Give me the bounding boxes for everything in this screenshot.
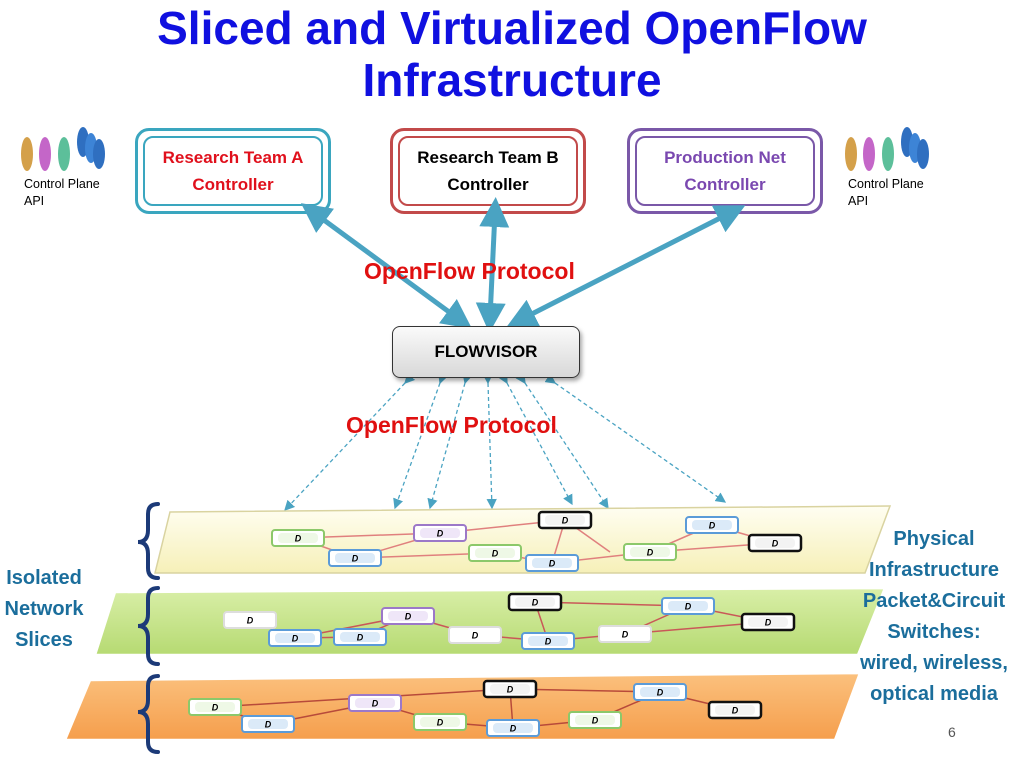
network-switch-icon: D xyxy=(661,597,715,615)
switch-label: D xyxy=(732,706,739,716)
page-title: Sliced and Virtualized OpenFlow Infrastr… xyxy=(157,2,867,106)
openflow-arrows-bottom xyxy=(284,372,727,511)
slice-brackets xyxy=(137,502,160,754)
switch-label: D xyxy=(405,612,412,622)
openflow-arrows-top xyxy=(300,197,746,333)
switch-label: D xyxy=(437,529,444,539)
switch-label: D xyxy=(549,559,556,569)
user-group-icon-right xyxy=(845,127,929,171)
switch-label: D xyxy=(545,637,552,647)
switch-label: D xyxy=(647,548,654,558)
network-switch-icon: D xyxy=(271,529,325,547)
isolated-network-slices-label: Isolated Network Slices xyxy=(4,567,84,651)
network-switch-icon: D xyxy=(623,543,677,561)
network-switch-icon: D xyxy=(747,533,803,553)
network-switch-icon: D xyxy=(223,611,277,629)
production-net-controller: Production Net Controller xyxy=(627,128,823,214)
switch-label: D xyxy=(772,539,779,549)
network-switch-icon: D xyxy=(685,516,739,534)
network-switch-icon: D xyxy=(381,607,435,625)
network-switch-icon-group: D D D D D D D D D D D D D D D D D D D D D D D D D D D D xyxy=(188,510,803,737)
network-switch-icon: D xyxy=(241,715,295,733)
switch-label: D xyxy=(292,634,299,644)
network-switch-icon: D xyxy=(486,719,540,737)
openflow-protocol-label-bottom: OpenFlow Protocol xyxy=(346,412,557,438)
network-switch-icon: D xyxy=(413,713,467,731)
production-net-label: Production Net Controller xyxy=(664,148,786,194)
switch-label: D xyxy=(507,685,514,695)
network-switch-icon: D xyxy=(328,549,382,567)
network-switch-icon: D xyxy=(568,711,622,729)
network-switch-icon: D xyxy=(413,524,467,542)
flowvisor-box: FLOWVISOR xyxy=(392,326,580,378)
research-team-b-label: Research Team B Controller xyxy=(417,148,559,194)
switch-label: D xyxy=(372,699,379,709)
switch-label: D xyxy=(492,549,499,559)
network-switch-icon: D xyxy=(521,632,575,650)
network-switch-icon: D xyxy=(333,628,387,646)
research-team-a-controller: Research Team A Controller xyxy=(135,128,331,214)
switch-label: D xyxy=(562,516,569,526)
physical-infrastructure-label: Physical Infrastructure Packet&Circuit S… xyxy=(860,528,1008,705)
network-switch-icon: D xyxy=(448,626,502,644)
switch-label: D xyxy=(295,534,302,544)
switch-label: D xyxy=(657,688,664,698)
switch-label: D xyxy=(709,521,716,531)
switch-label: D xyxy=(247,616,254,626)
switch-label: D xyxy=(592,716,599,726)
switch-label: D xyxy=(622,630,629,640)
network-switch-icon: D xyxy=(348,694,402,712)
network-switch-icon: D xyxy=(633,683,687,701)
research-team-b-controller: Research Team B Controller xyxy=(390,128,586,214)
network-switch-icon: D xyxy=(268,629,322,647)
network-switch-icon: D xyxy=(188,698,242,716)
network-switch-icon: D xyxy=(507,592,563,612)
control-plane-api-label-right: Control Plane API xyxy=(848,177,924,208)
switch-label: D xyxy=(357,633,364,643)
user-group-icon-left xyxy=(21,127,105,171)
network-switch-icon: D xyxy=(707,700,763,720)
switch-label: D xyxy=(437,718,444,728)
network-switch-icon: D xyxy=(525,554,579,572)
network-switch-icon: D xyxy=(468,544,522,562)
switch-label: D xyxy=(472,631,479,641)
switch-label: D xyxy=(685,602,692,612)
openflow-protocol-label-top: OpenFlow Protocol xyxy=(364,258,575,284)
switch-label: D xyxy=(352,554,359,564)
research-team-a-label: Research Team A Controller xyxy=(162,148,304,194)
switch-label: D xyxy=(510,724,517,734)
control-plane-api-label-left: Control Plane API xyxy=(24,177,100,208)
network-switch-icon: D xyxy=(482,679,538,699)
switch-label: D xyxy=(532,598,539,608)
network-switch-icon: D xyxy=(598,625,652,643)
slide-number: 6 xyxy=(948,724,956,740)
network-switch-icon: D xyxy=(537,510,593,530)
network-switch-icon: D xyxy=(740,612,796,632)
switch-label: D xyxy=(265,720,272,730)
switch-label: D xyxy=(212,703,219,713)
switch-label: D xyxy=(765,618,772,628)
